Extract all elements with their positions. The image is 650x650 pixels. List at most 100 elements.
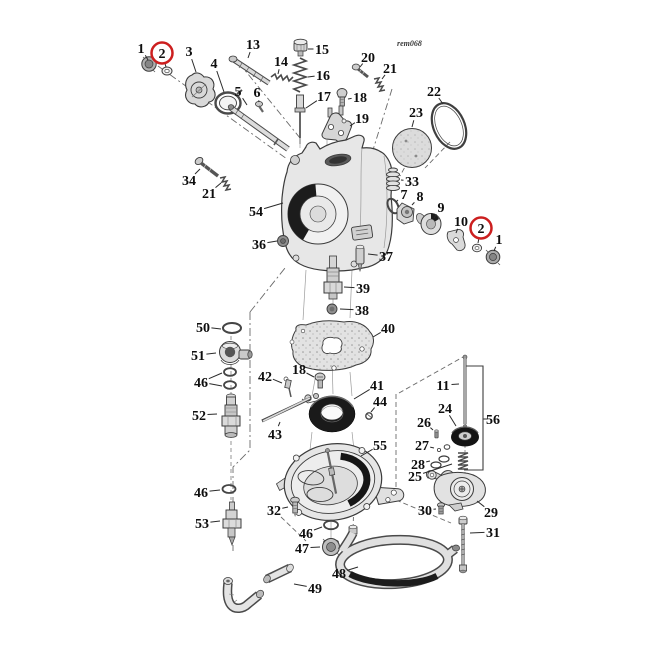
callout-leader-21 — [215, 182, 222, 188]
part-nozzle-53 — [222, 501, 242, 546]
callout-label-13-4: 13 — [246, 38, 260, 53]
callout-label-27-45: 27 — [415, 439, 429, 454]
callout-label-46-55: 46 — [299, 527, 313, 542]
callout-label-18-11: 18 — [353, 91, 367, 106]
part-hose-48 — [335, 524, 460, 590]
part-orings-46-top — [223, 367, 237, 390]
callout-leader-46 — [209, 383, 223, 387]
callout-label-20-13: 20 — [361, 51, 375, 66]
part-needle-valve-17 — [294, 94, 306, 144]
callout-label-11-42: 11 — [436, 379, 449, 394]
callout-label-2-1: 2 — [159, 47, 166, 62]
callout-label-31-51: 31 — [486, 526, 500, 541]
part-spring-16 — [291, 57, 309, 93]
callout-label-29-50: 29 — [484, 506, 498, 521]
callout-leader-27 — [430, 446, 435, 449]
callout-leader-18 — [347, 97, 352, 100]
callout-leader-38 — [339, 308, 354, 311]
callout-leader-36 — [267, 240, 278, 244]
part-oring-46-left — [221, 484, 237, 494]
part-rings-27 — [436, 444, 451, 452]
callout-leader-48 — [346, 566, 359, 571]
part-main-jet-52 — [221, 393, 241, 438]
callout-label-26-44: 26 — [417, 416, 431, 431]
part-cable-13 — [228, 55, 271, 86]
part-pivot-pin-43 — [261, 396, 312, 423]
callout-leader-7 — [395, 199, 399, 203]
callout-label-28-46: 28 — [411, 458, 425, 473]
callout-label-23-16: 23 — [409, 106, 423, 121]
part-pump-cover-29 — [425, 470, 486, 512]
callout-label-42-36: 42 — [258, 370, 272, 385]
callout-label-38-30: 38 — [355, 304, 369, 319]
callout-leader-23 — [411, 120, 415, 128]
callout-label-19-12: 19 — [355, 112, 369, 127]
callout-leader-53 — [210, 520, 221, 523]
part-pin-26 — [434, 429, 439, 439]
callout-leader-16 — [307, 75, 315, 78]
callout-leader-24 — [448, 415, 457, 427]
callout-leader-32 — [282, 506, 289, 509]
part-spring-14 — [270, 72, 294, 83]
part-float-bowl-55 — [275, 443, 405, 521]
callout-leader-46 — [209, 489, 221, 492]
part-screw-32 — [290, 496, 300, 517]
callout-label-17-10: 17 — [317, 90, 331, 105]
callout-label-14-5: 14 — [274, 55, 288, 70]
callout-label-22-15: 22 — [427, 85, 441, 100]
bracket-56 — [464, 365, 487, 471]
callout-label-48-57: 48 — [332, 567, 346, 582]
callout-label-44-39: 44 — [373, 395, 387, 410]
figure-code: rem068 — [397, 39, 422, 48]
part-float-needle-42 — [283, 376, 292, 398]
callout-leader-42 — [272, 378, 283, 384]
callout-label-43-40: 43 — [268, 428, 282, 443]
part-nut-36 — [277, 235, 289, 247]
callout-label-16-9: 16 — [316, 69, 330, 84]
callout-leader-49 — [293, 583, 307, 587]
part-bracket-10 — [446, 229, 466, 252]
callout-leader-34 — [194, 168, 201, 175]
part-screw-6 — [254, 101, 264, 113]
part-diaphragm-cover-23 — [392, 128, 432, 168]
callout-leader-20 — [359, 63, 364, 68]
callout-label-7-22: 7 — [401, 188, 408, 203]
part-oring-22 — [430, 102, 468, 150]
callout-leader-10 — [455, 228, 459, 234]
callout-leader-39 — [343, 286, 355, 289]
part-drum-9 — [416, 213, 442, 235]
part-spring-25 — [457, 452, 469, 470]
callout-leader-14 — [277, 69, 280, 75]
callout-leader-40 — [372, 331, 381, 338]
part-clip-44 — [365, 412, 373, 420]
callout-label-40-31: 40 — [381, 322, 395, 337]
callout-leader-43 — [277, 421, 281, 427]
part-bowl-oring-41 — [308, 395, 356, 433]
part-oring-50 — [222, 322, 242, 334]
callout-highlight-circle — [469, 216, 493, 240]
callout-label-56-48: 56 — [486, 413, 500, 428]
callout-label-33-21: 33 — [405, 175, 419, 190]
callout-leader-54 — [263, 202, 284, 210]
callout-leader-17 — [305, 100, 318, 109]
callout-leader-31 — [469, 531, 485, 534]
part-rod-5 — [227, 104, 290, 152]
callout-leader-52 — [207, 413, 218, 415]
callout-label-53-53: 53 — [195, 517, 209, 532]
part-washer-left — [161, 66, 173, 76]
callout-leader-46 — [208, 372, 223, 380]
callout-leader-25 — [422, 463, 453, 474]
callout-leader-2 — [164, 63, 167, 68]
callout-label-41-38: 41 — [370, 379, 384, 394]
part-diaphragm-24 — [451, 424, 479, 447]
callout-label-24-43: 24 — [438, 402, 452, 417]
callout-highlight-circle — [150, 41, 174, 65]
callout-label-1-27: 1 — [496, 233, 503, 248]
part-spring-21-top — [373, 76, 386, 93]
callout-label-3-2: 3 — [186, 45, 193, 60]
part-gasket-40 — [289, 320, 374, 371]
callout-label-39-29: 39 — [356, 282, 370, 297]
part-valve-body-8 — [396, 202, 415, 225]
callout-label-47-56: 47 — [295, 542, 309, 557]
